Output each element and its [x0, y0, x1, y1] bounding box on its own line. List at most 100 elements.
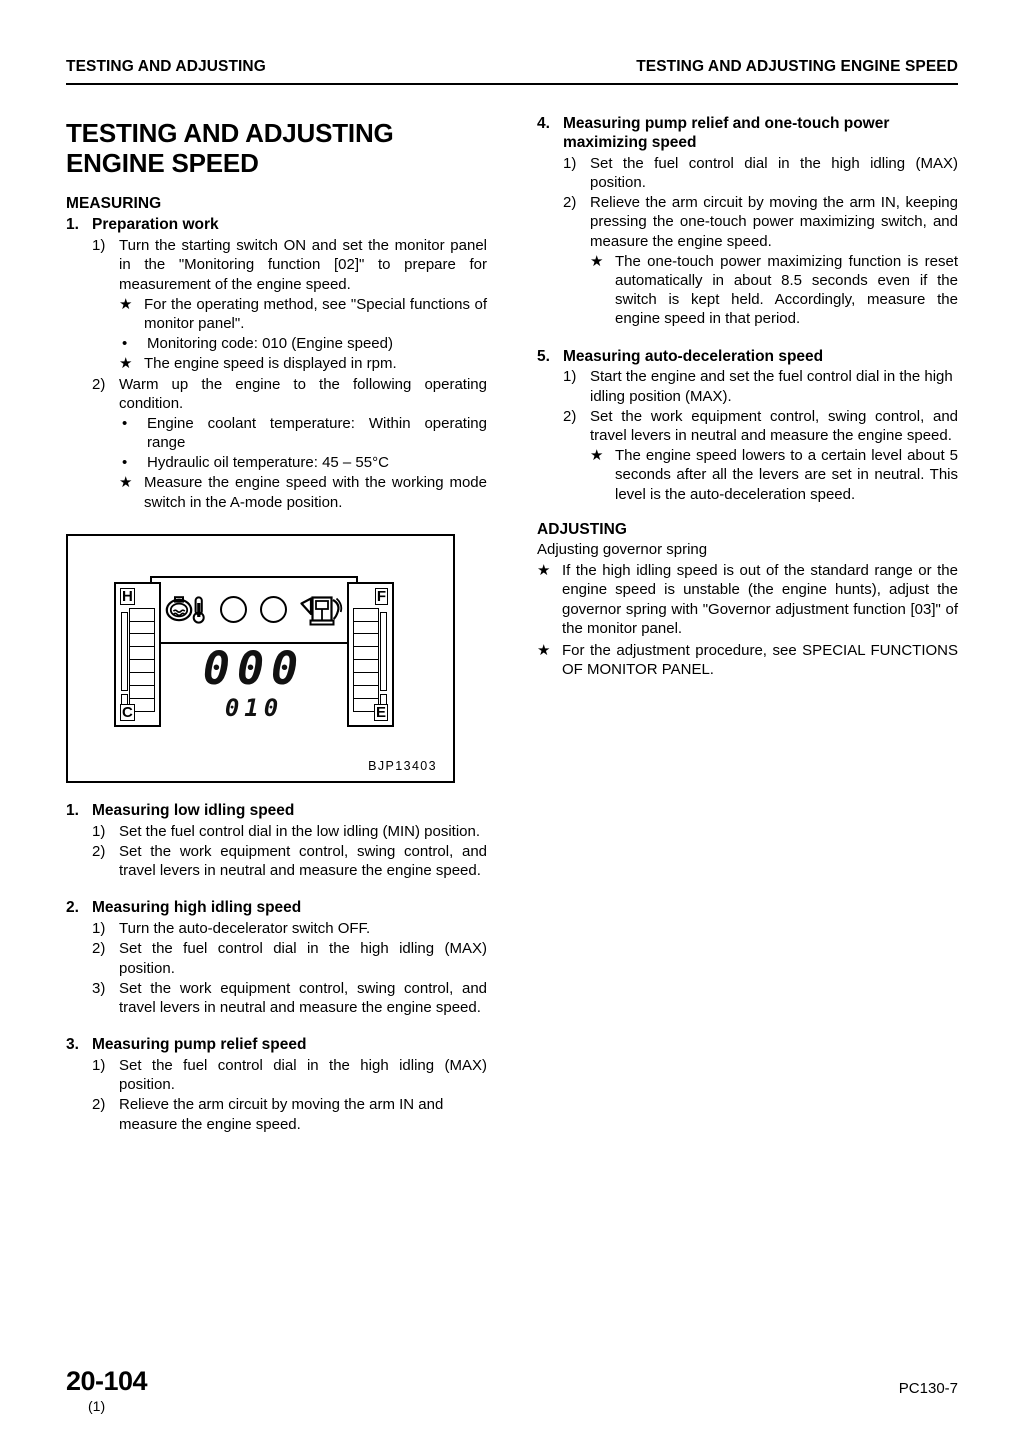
- item-title: Measuring high idling speed: [92, 899, 302, 917]
- adjusting-heading: ADJUSTING: [537, 520, 628, 538]
- sub-item-marker: 1): [563, 154, 577, 172]
- note-text: Monitoring code: 010 (Engine speed): [147, 335, 393, 353]
- sub-item: 1) Set the fuel control dial in the high…: [563, 154, 958, 192]
- item-number: 1.: [66, 216, 79, 234]
- page-footer: 20-104 (1) PC130-7: [66, 1366, 958, 1414]
- gauge-needle-icon: [380, 611, 387, 691]
- item-number: 4.: [537, 115, 550, 132]
- page-number-revision: (1): [88, 1398, 106, 1414]
- item-title: Measuring pump relief speed: [92, 1036, 307, 1054]
- dot-bullet-icon: •: [122, 335, 128, 353]
- sub-item-marker: 3): [92, 979, 106, 997]
- warning-lamp-box: [150, 575, 358, 644]
- sub-item-text: Set the work equipment control, swing co…: [119, 842, 487, 880]
- gauge-label-empty: E: [373, 703, 388, 721]
- lamp-circle: [219, 596, 247, 624]
- sub-item: 2) Warm up the engine to the following o…: [92, 375, 487, 413]
- dot-bullet-icon: •: [122, 414, 128, 432]
- sub-item-text: Start the engine and set the fuel contro…: [590, 368, 953, 405]
- header-right-title: TESTING AND ADJUSTING ENGINE SPEED: [636, 58, 958, 75]
- note-item: ★ The engine speed is displayed in rpm.: [92, 354, 487, 373]
- page-number: 20-104: [66, 1366, 148, 1396]
- item-number: 3.: [66, 1036, 79, 1054]
- gauge-segment-bars: [353, 607, 379, 712]
- sub-item: 1) Set the fuel control dial in the low …: [92, 822, 487, 841]
- sub-item: 3) Set the work equipment control, swing…: [92, 979, 487, 1017]
- item-number: 2.: [66, 899, 79, 917]
- sub-item-text: Warm up the engine to the following oper…: [119, 375, 487, 412]
- sub-item-text: Set the work equipment control, swing co…: [119, 979, 487, 1016]
- item-title: Measuring low idling speed: [92, 801, 295, 819]
- warning-lamp-2-icon: [259, 596, 287, 624]
- sub-item: 2) Set the work equipment control, swing…: [563, 407, 958, 445]
- gauge-needle-icon: [121, 611, 128, 691]
- sub-item-marker: 2): [92, 375, 106, 393]
- note-text: Measure the engine speed with the workin…: [144, 474, 487, 511]
- note-text: If the high idling speed is out of the s…: [562, 561, 958, 638]
- sub-item-marker: 2): [563, 407, 577, 425]
- list-item-preparation-work: 1. Preparation work 1) Turn the starting…: [66, 216, 487, 512]
- warning-lamp-1-icon: [219, 596, 247, 624]
- note-item: ★ The one-touch power maximizing functio…: [563, 252, 958, 329]
- sub-item: 1) Start the engine and set the fuel con…: [563, 367, 958, 405]
- item-title: Measuring auto-deceleration speed: [563, 347, 824, 365]
- coolant-temperature-gauge: H C: [114, 581, 161, 727]
- sub-item-text: Set the fuel control dial in the low idl…: [119, 822, 481, 840]
- item-title: Measuring pump relief and one-touch powe…: [563, 115, 890, 151]
- item-number: 1.: [66, 801, 79, 819]
- note-item: ★ For the operating method, see "Special…: [92, 295, 487, 333]
- sub-item-marker: 2): [92, 842, 106, 860]
- sub-item: 1) Set the fuel control dial in the high…: [92, 1056, 487, 1094]
- gauge-label-full: F: [374, 587, 388, 605]
- note-item: • Monitoring code: 010 (Engine speed): [92, 334, 487, 353]
- star-bullet-icon: ★: [537, 641, 551, 659]
- sub-item-text: Set the work equipment control, swing co…: [590, 407, 958, 444]
- sub-item-text: Set the fuel control dial in the high id…: [119, 940, 487, 977]
- sub-item-text: Relieve the arm circuit by moving the ar…: [119, 1096, 444, 1133]
- lcd-monitoring-code-display: 010: [224, 693, 284, 722]
- lcd-engine-speed-display: 000: [202, 641, 306, 695]
- header-left-title: TESTING AND ADJUSTING: [66, 58, 266, 75]
- sub-item-marker: 2): [92, 940, 106, 958]
- item-number: 5.: [537, 347, 550, 365]
- note-item: • Hydraulic oil temperature: 45 – 55°C: [92, 453, 487, 472]
- note-text: The engine speed lowers to a certain lev…: [615, 447, 958, 503]
- star-bullet-icon: ★: [590, 447, 604, 465]
- sub-item-marker: 1): [563, 368, 577, 386]
- measuring-heading: MEASURING: [66, 195, 162, 213]
- note-item: • Engine coolant temperature: Within ope…: [92, 414, 487, 452]
- note-text: The engine speed is displayed in rpm.: [144, 355, 397, 373]
- sub-item-text: Set the fuel control dial in the high id…: [590, 154, 958, 191]
- star-bullet-icon: ★: [119, 474, 133, 492]
- monitor-panel-figure: H C: [66, 533, 455, 783]
- sub-item-marker: 2): [92, 1096, 106, 1114]
- note-item: ★ Measure the engine speed with the work…: [92, 473, 487, 511]
- list-item-one-touch-power-max: 4. Measuring pump relief and one-touch p…: [537, 115, 958, 329]
- list-item-low-idling: 1. Measuring low idling speed 1) Set the…: [66, 802, 487, 880]
- star-bullet-icon: ★: [590, 252, 604, 270]
- star-bullet-icon: ★: [119, 355, 133, 373]
- sub-item-text: Turn the starting switch ON and set the …: [119, 237, 487, 293]
- sub-item: 2) Set the work equipment control, swing…: [92, 842, 487, 880]
- model-name: PC130-7: [898, 1380, 958, 1397]
- sub-item: 1) Turn the starting switch ON and set t…: [92, 236, 487, 294]
- adjusting-subheading: Adjusting governor spring: [537, 540, 708, 558]
- figure-id-label: BJP13403: [368, 758, 437, 773]
- sub-item-text: Set the fuel control dial in the high id…: [119, 1057, 487, 1094]
- lamp-circle: [259, 596, 287, 624]
- note-text: Engine coolant temperature: Within opera…: [147, 414, 487, 452]
- page-header: TESTING AND ADJUSTING TESTING AND ADJUST…: [66, 58, 958, 76]
- sub-item: 2) Relieve the arm circuit by moving the…: [563, 193, 958, 251]
- sub-item-marker: 2): [563, 194, 577, 212]
- footer-left: 20-104 (1): [66, 1366, 148, 1414]
- body-columns: TESTING AND ADJUSTING ENGINE SPEED MEASU…: [66, 112, 958, 1134]
- note-item: ★ The engine speed lowers to a certain l…: [563, 446, 958, 504]
- sub-item: 2) Relieve the arm circuit by moving the…: [92, 1095, 487, 1133]
- sub-item-marker: 1): [92, 920, 106, 938]
- dot-bullet-icon: •: [122, 454, 128, 472]
- sub-item-text: Relieve the arm circuit by moving the ar…: [590, 194, 958, 250]
- sub-item-marker: 1): [92, 822, 106, 840]
- note-text: For the adjustment procedure, see SPECIA…: [562, 641, 958, 679]
- note-item: ★ For the adjustment procedure, see SPEC…: [537, 641, 958, 680]
